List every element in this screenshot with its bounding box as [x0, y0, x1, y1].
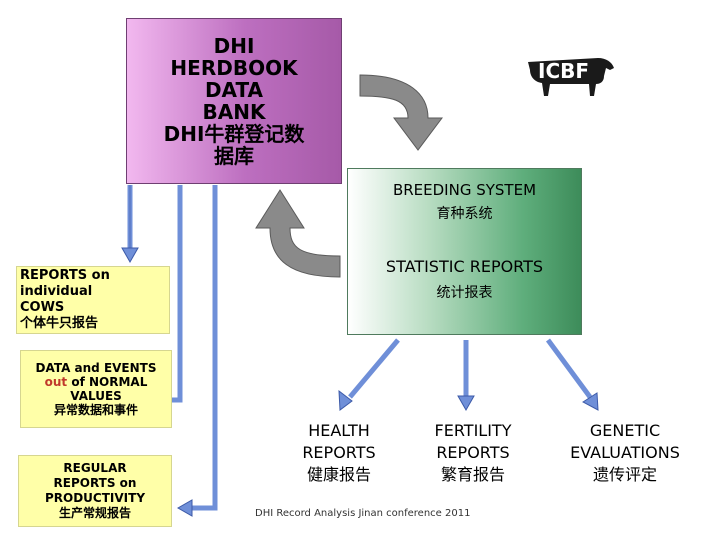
rep-ind-line3: COWS [20, 300, 65, 315]
fert-line1: FERTILITY [434, 421, 512, 440]
dhi-line6: 据库 [214, 144, 254, 168]
rep-ind-line1: REPORTS on [20, 268, 110, 283]
arrow-to-genetic [545, 338, 593, 399]
events-line1: DATA and EVENTS [35, 361, 157, 375]
dhi-line3: DATA [204, 78, 264, 102]
dhi-line5: DHI牛群登记数 [163, 122, 305, 146]
breeding-statistic-box: BREEDING SYSTEM 育种系统 STATISTIC REPORTS 统… [347, 168, 582, 335]
dhi-line1: DHI [213, 34, 255, 58]
logo-text: ICBF [538, 59, 589, 83]
genetic-evaluations-box: GENETIC EVALUATIONS 遗传评定 [555, 418, 695, 488]
rep-ind-line4: 个体牛只报告 [20, 316, 99, 331]
gen-line1: GENETIC [589, 421, 661, 440]
events-line2: out of NORMAL [45, 375, 148, 389]
statistic-reports-title: STATISTIC REPORTS [385, 257, 544, 276]
dhi-line4: BANK [202, 100, 266, 124]
curved-arrow-dhi-to-breeding [359, 74, 443, 151]
breeding-system-title: BREEDING SYSTEM [392, 181, 537, 199]
regular-reports-box: REGULAR REPORTS on PRODUCTIVITY 生产常规报告 [18, 455, 172, 527]
out-word: out [44, 375, 68, 389]
curved-arrow-stat-to-dhi [255, 189, 341, 278]
fert-line3: 繁育报告 [440, 465, 505, 484]
footer-caption: DHI Record Analysis Jinan conference 201… [255, 508, 471, 519]
health-reports-box: HEALTH REPORTS 健康报告 [285, 418, 393, 488]
health-line1: HEALTH [308, 421, 370, 440]
prod-line3: PRODUCTIVITY [44, 491, 146, 505]
gen-line3: 遗传评定 [592, 465, 657, 484]
fert-line2: REPORTS [436, 443, 510, 462]
fertility-reports-box: FERTILITY REPORTS 繁育报告 [410, 418, 536, 488]
dhi-line2: HERDBOOK [170, 56, 298, 80]
arrow-to-data-events [168, 185, 183, 403]
events-line4: 异常数据和事件 [53, 403, 138, 417]
prod-line1: REGULAR [63, 461, 127, 475]
breeding-system-title-cn: 育种系统 [436, 206, 493, 222]
dhi-herdbook-data-bank: DHI HERDBOOK DATA BANK DHI牛群登记数 据库 [126, 18, 342, 184]
rep-ind-line2: individual [20, 284, 93, 299]
events-line3: VALUES [70, 389, 122, 403]
prod-line4: 生产常规报告 [58, 506, 131, 520]
gen-line2: EVALUATIONS [570, 443, 680, 462]
statistic-reports-title-cn: 统计报表 [436, 285, 493, 301]
arrow-to-regular-reports [190, 185, 218, 511]
reports-individual-cows-box: REPORTS on individual COWS 个体牛只报告 [16, 266, 170, 334]
events-line2-rest: of NORMAL [67, 375, 148, 389]
arrow-to-health [348, 338, 400, 399]
icbf-logo: ICBF [520, 50, 618, 100]
health-line2: REPORTS [302, 443, 376, 462]
health-line3: 健康报告 [306, 465, 371, 484]
data-events-box: DATA and EVENTS out of NORMAL VALUES 异常数… [20, 350, 172, 428]
prod-line2: REPORTS on [53, 476, 137, 490]
